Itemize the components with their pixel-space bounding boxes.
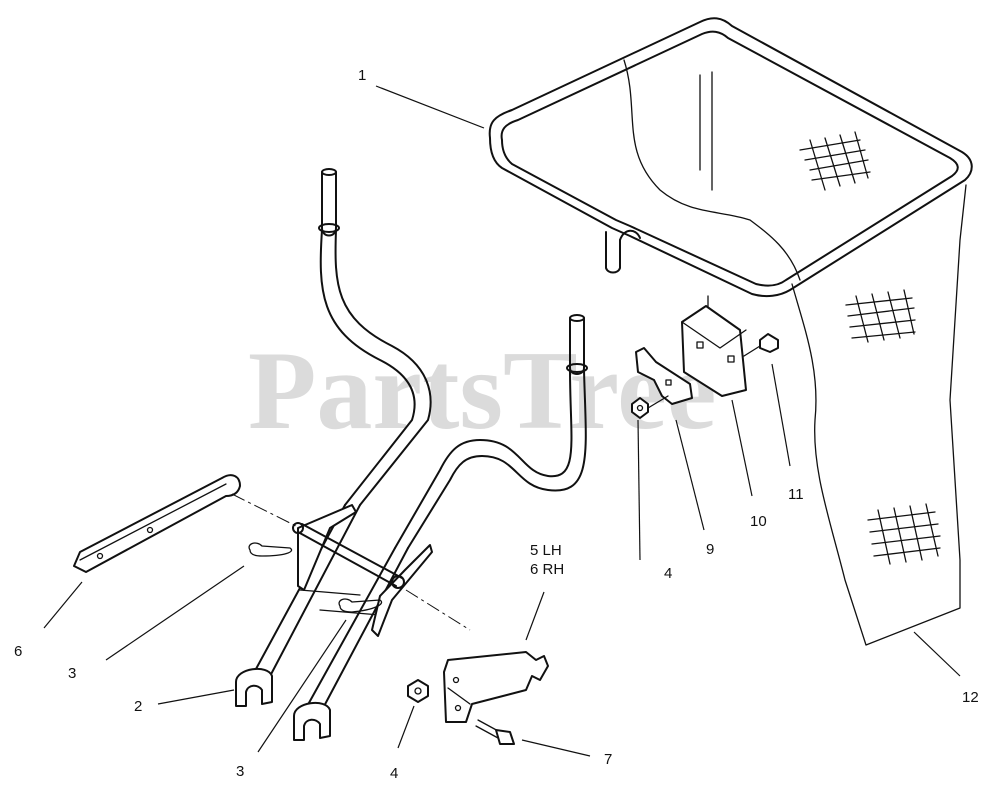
callout-4-upper: 4 <box>664 565 672 582</box>
pivot-bracket-assembly[interactable] <box>292 504 433 637</box>
callout-3-lower: 3 <box>236 763 244 780</box>
part-5-6-side-bracket[interactable] <box>443 651 549 723</box>
callout-5-lh: 5 LH <box>530 542 562 559</box>
callout-2: 2 <box>134 698 142 715</box>
callout-9: 9 <box>706 541 714 558</box>
part-9-clamp-plate[interactable] <box>635 347 693 405</box>
part-2-tube-caps[interactable] <box>235 667 331 741</box>
callout-12: 12 <box>962 689 979 706</box>
part-6-support-rod[interactable] <box>73 474 241 573</box>
part-11-screw[interactable] <box>743 333 779 357</box>
watermark-text: PartsTree <box>248 329 717 453</box>
callout-6-rh: 6 RH <box>530 561 564 578</box>
callout-6: 6 <box>14 643 22 660</box>
part-3-hairpin-clip-lower[interactable] <box>338 598 383 613</box>
callout-7: 7 <box>604 751 612 768</box>
callout-4-lower: 4 <box>390 765 398 782</box>
part-4-hex-nut-lower[interactable] <box>407 679 429 703</box>
part-3-hairpin-clip-upper[interactable] <box>248 542 293 557</box>
callout-11: 11 <box>788 486 804 503</box>
callout-labels: 1 2 3 3 4 4 5 LH 6 RH 6 7 9 10 11 12 <box>14 67 979 782</box>
part-1-bag-frame[interactable] <box>488 17 973 317</box>
bag-mesh-pattern <box>799 131 941 565</box>
part-4-hex-nut-upper[interactable] <box>631 395 669 419</box>
callout-3-upper: 3 <box>68 665 76 682</box>
centerline-rod <box>231 493 301 529</box>
part-7-bolt[interactable] <box>475 719 515 745</box>
part-12-grass-bag[interactable] <box>623 59 967 646</box>
leader-lines <box>43 85 961 757</box>
centerline-pin <box>405 589 471 631</box>
part-10-mount-bracket[interactable] <box>681 305 747 397</box>
handle-tube-assembly[interactable] <box>249 168 588 711</box>
callout-10: 10 <box>750 513 767 530</box>
callout-1: 1 <box>358 67 366 84</box>
